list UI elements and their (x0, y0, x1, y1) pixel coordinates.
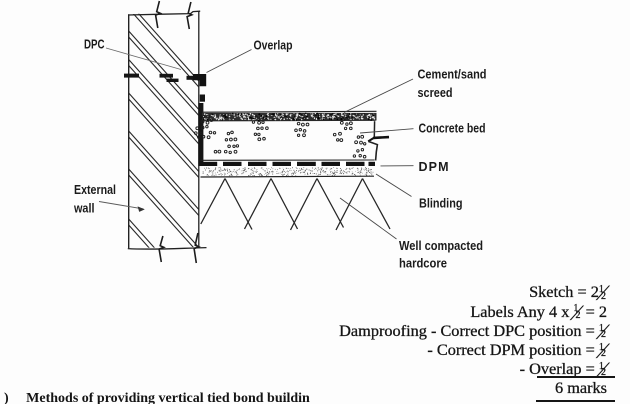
svg-text:screed: screed (418, 86, 453, 100)
svg-text:Well compacted: Well compacted (399, 239, 483, 253)
svg-text:Cement/sand: Cement/sand (418, 68, 487, 82)
svg-text:Blinding: Blinding (419, 197, 463, 211)
svg-text:DPC: DPC (84, 38, 105, 52)
svg-text:DPM: DPM (419, 160, 449, 174)
svg-text:Overlap: Overlap (254, 39, 293, 53)
svg-text:hardcore: hardcore (399, 257, 447, 271)
svg-text:wall: wall (73, 202, 94, 216)
svg-text:Concrete bed: Concrete bed (419, 122, 486, 136)
svg-text:External: External (74, 183, 116, 197)
